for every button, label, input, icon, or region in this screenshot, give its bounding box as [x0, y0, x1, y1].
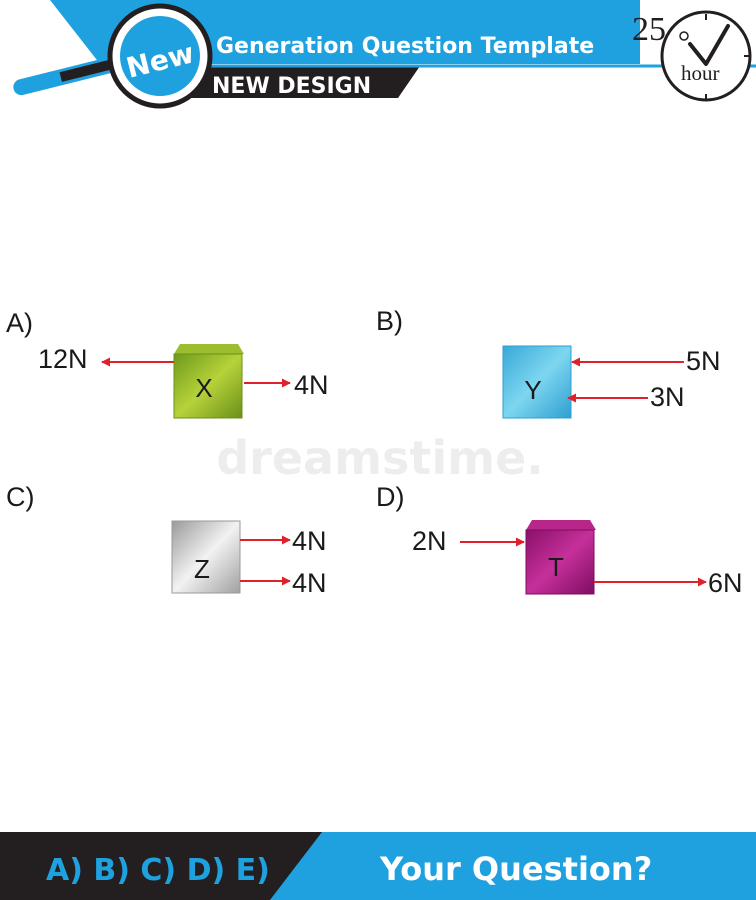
footer-question-panel — [270, 832, 756, 900]
block-t-top — [526, 520, 596, 530]
footer: A) B) C) D) E) Your Question? — [0, 832, 756, 900]
force-b-bottom-label: 3N — [650, 382, 685, 412]
your-question-text[interactable]: Your Question? — [379, 850, 652, 888]
answer-options[interactable]: A) B) C) D) E) — [46, 853, 270, 888]
option-b-label: B) — [376, 306, 403, 336]
header-subtitle-bar — [170, 66, 420, 98]
option-c[interactable]: C) Z 4N 4N — [6, 482, 327, 598]
timer-number: 25 — [632, 11, 666, 48]
option-a[interactable]: A) X 12N 4N — [6, 308, 329, 419]
watermark: dreamstime. — [216, 431, 544, 485]
header-subtitle: NEW DESIGN — [212, 74, 371, 99]
force-a-left-label: 12N — [38, 344, 88, 374]
block-y-letter: Y — [524, 375, 541, 405]
header: Generation Question Template NEW DESIGN … — [13, 0, 756, 109]
block-x-letter: X — [195, 373, 212, 403]
block-z-letter: Z — [194, 554, 210, 584]
force-c-bottom-label: 4N — [292, 568, 327, 598]
block-z — [171, 520, 241, 594]
force-a-right-label: 4N — [294, 370, 329, 400]
block-x — [173, 353, 243, 419]
force-b-top-label: 5N — [686, 346, 721, 376]
header-title: Generation Question Template — [216, 34, 594, 59]
option-b[interactable]: B) Y 5N 3N — [376, 306, 721, 419]
force-c-top-label: 4N — [292, 526, 327, 556]
force-d-left-label: 2N — [412, 526, 447, 556]
option-d[interactable]: D) T 2N 6N — [376, 482, 743, 598]
block-x-top — [174, 344, 244, 354]
timer-unit: hour — [681, 61, 720, 85]
block-y — [502, 345, 572, 419]
timer-icon — [660, 10, 752, 102]
force-d-right-label: 6N — [708, 568, 743, 598]
block-t-letter: T — [548, 552, 564, 582]
option-c-label: C) — [6, 482, 35, 512]
option-a-label: A) — [6, 308, 33, 338]
magnifier-icon — [13, 3, 213, 109]
block-t — [525, 529, 595, 595]
option-d-label: D) — [376, 482, 405, 512]
